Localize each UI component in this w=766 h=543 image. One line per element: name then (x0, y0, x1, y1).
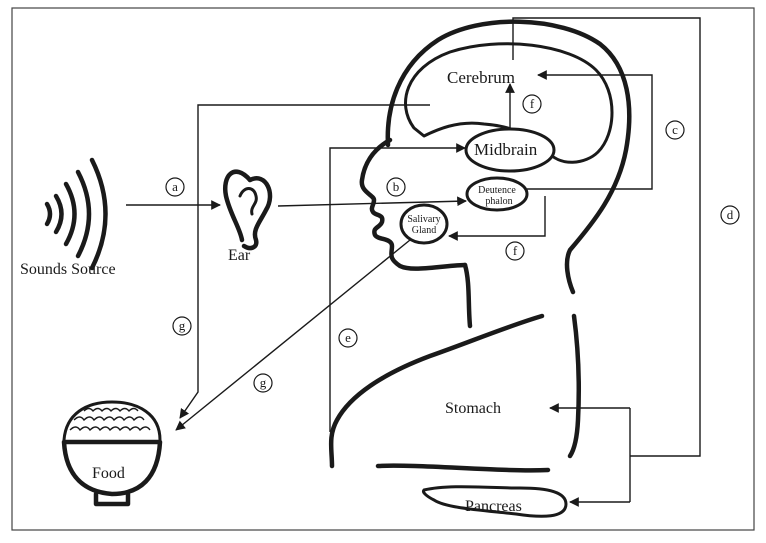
sounds-source-label: Sounds Source (20, 261, 116, 278)
pathway-d-label: d (727, 207, 734, 222)
salivary-gland-label-line2: Gland (412, 225, 436, 236)
diagram-frame (12, 8, 754, 530)
pancreas-label: Pancreas (465, 498, 522, 515)
pathway-a-label: a (172, 179, 178, 194)
pathway-g-mid-marker: g (254, 374, 272, 392)
neck-front-outline (465, 265, 470, 326)
salivary-gland-label-line1: Salivary (407, 214, 440, 225)
pathway-d-marker: d (721, 206, 739, 224)
ear-icon (225, 172, 270, 248)
pathway-e-marker: e (339, 329, 357, 347)
pathway-g-mid-label: g (260, 375, 267, 390)
pathway-b-marker: b (387, 178, 405, 196)
pathway-f-upper-label: f (530, 96, 535, 111)
ear-label: Ear (228, 247, 251, 264)
diencephalon-label-line2: phalon (485, 196, 512, 207)
pathway-g-left-marker: g (173, 317, 191, 335)
pathway-f-lower-label: f (513, 243, 518, 258)
cerebrum-label: Cerebrum (447, 68, 515, 87)
pathway-a-marker: a (166, 178, 184, 196)
pathway-c-marker: c (666, 121, 684, 139)
torso-front-outline (331, 316, 542, 466)
food-bowl-icon (64, 402, 160, 504)
path-g-mid-arrow (176, 240, 410, 430)
diencephalon-label-line1: Deutence (478, 185, 516, 196)
pathway-b-label: b (393, 179, 400, 194)
pathway-f-lower-marker: f (506, 242, 524, 260)
midbrain-label: Midbrain (474, 140, 538, 159)
pathway-e-label: e (345, 330, 351, 345)
food-label: Food (92, 465, 125, 482)
pathway-f-upper-marker: f (523, 95, 541, 113)
pathway-g-left-label: g (179, 318, 186, 333)
head-profile-outline (362, 140, 465, 269)
pathway-c-label: c (672, 122, 678, 137)
stomach-label: Stomach (445, 400, 501, 417)
torso-back-outline (570, 316, 579, 456)
path-c-arrow (527, 75, 652, 189)
sound-waves-icon (47, 160, 106, 268)
belly-outline (378, 466, 548, 471)
